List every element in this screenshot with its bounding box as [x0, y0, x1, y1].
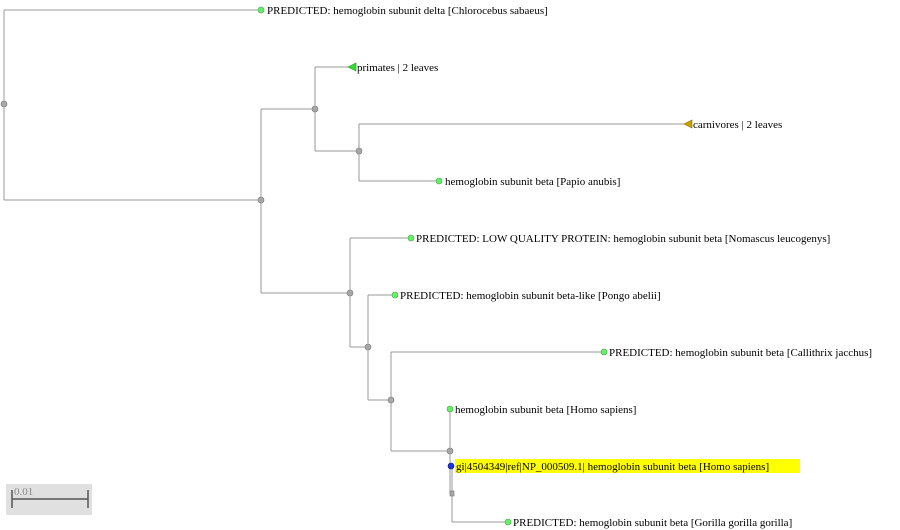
- leaf-node-chl-delta[interactable]: [257, 6, 265, 14]
- internal-node-n6[interactable]: [364, 343, 372, 351]
- scale-bar-label: 0.01: [14, 486, 33, 498]
- leaf-node-gorilla[interactable]: [504, 518, 512, 526]
- internal-node-n3[interactable]: [311, 105, 319, 113]
- internal-node-n8[interactable]: [446, 447, 454, 455]
- leaf-node-papio[interactable]: [435, 177, 443, 185]
- leaf-node-callithrix[interactable]: [600, 348, 608, 356]
- leaf-label-gorilla[interactable]: PREDICTED: hemoglobin subunit beta [Gori…: [513, 517, 792, 529]
- leaf-labels: PREDICTED: hemoglobin subunit delta [Chl…: [267, 5, 872, 529]
- internal-node-n9[interactable]: [449, 490, 455, 497]
- internal-node-main[interactable]: [257, 196, 265, 204]
- leaf-label-query[interactable]: gi|4504349|ref|NP_000509.1| hemoglobin s…: [456, 461, 769, 473]
- leaf-node-nomascus[interactable]: [407, 234, 415, 242]
- internal-node-n4[interactable]: [346, 289, 354, 297]
- collapsed-node-primates-icon[interactable]: [347, 62, 357, 72]
- leaf-label-callithrix[interactable]: PREDICTED: hemoglobin subunit beta [Call…: [609, 347, 872, 359]
- internal-node-root[interactable]: [0, 100, 8, 108]
- leaf-label-carnivores[interactable]: carnivores | 2 leaves: [693, 119, 782, 131]
- internal-node-n5[interactable]: [355, 147, 363, 155]
- leaf-label-pongo[interactable]: PREDICTED: hemoglobin subunit beta-like …: [400, 290, 661, 302]
- leaf-label-chl-delta[interactable]: PREDICTED: hemoglobin subunit delta [Chl…: [267, 5, 548, 17]
- leaf-node-homo[interactable]: [446, 405, 454, 413]
- tree-branches: [3, 9, 688, 523]
- query-node[interactable]: [447, 462, 455, 470]
- leaf-label-homo[interactable]: hemoglobin subunit beta [Homo sapiens]: [455, 404, 636, 416]
- leaf-label-primates[interactable]: primates | 2 leaves: [357, 62, 438, 74]
- leaf-nodes: [257, 6, 693, 526]
- scale-bar: 0.01: [6, 484, 92, 515]
- collapsed-node-carnivores-icon[interactable]: [683, 119, 693, 129]
- scale-bar-line: [11, 490, 89, 508]
- leaf-label-nomascus[interactable]: PREDICTED: LOW QUALITY PROTEIN: hemoglob…: [416, 233, 830, 245]
- leaf-node-pongo[interactable]: [391, 291, 399, 299]
- internal-node-n7[interactable]: [387, 396, 395, 404]
- query-highlight: [455, 459, 800, 473]
- internal-nodes: [0, 100, 455, 497]
- leaf-label-papio[interactable]: hemoglobin subunit beta [Papio anubis]: [445, 176, 620, 188]
